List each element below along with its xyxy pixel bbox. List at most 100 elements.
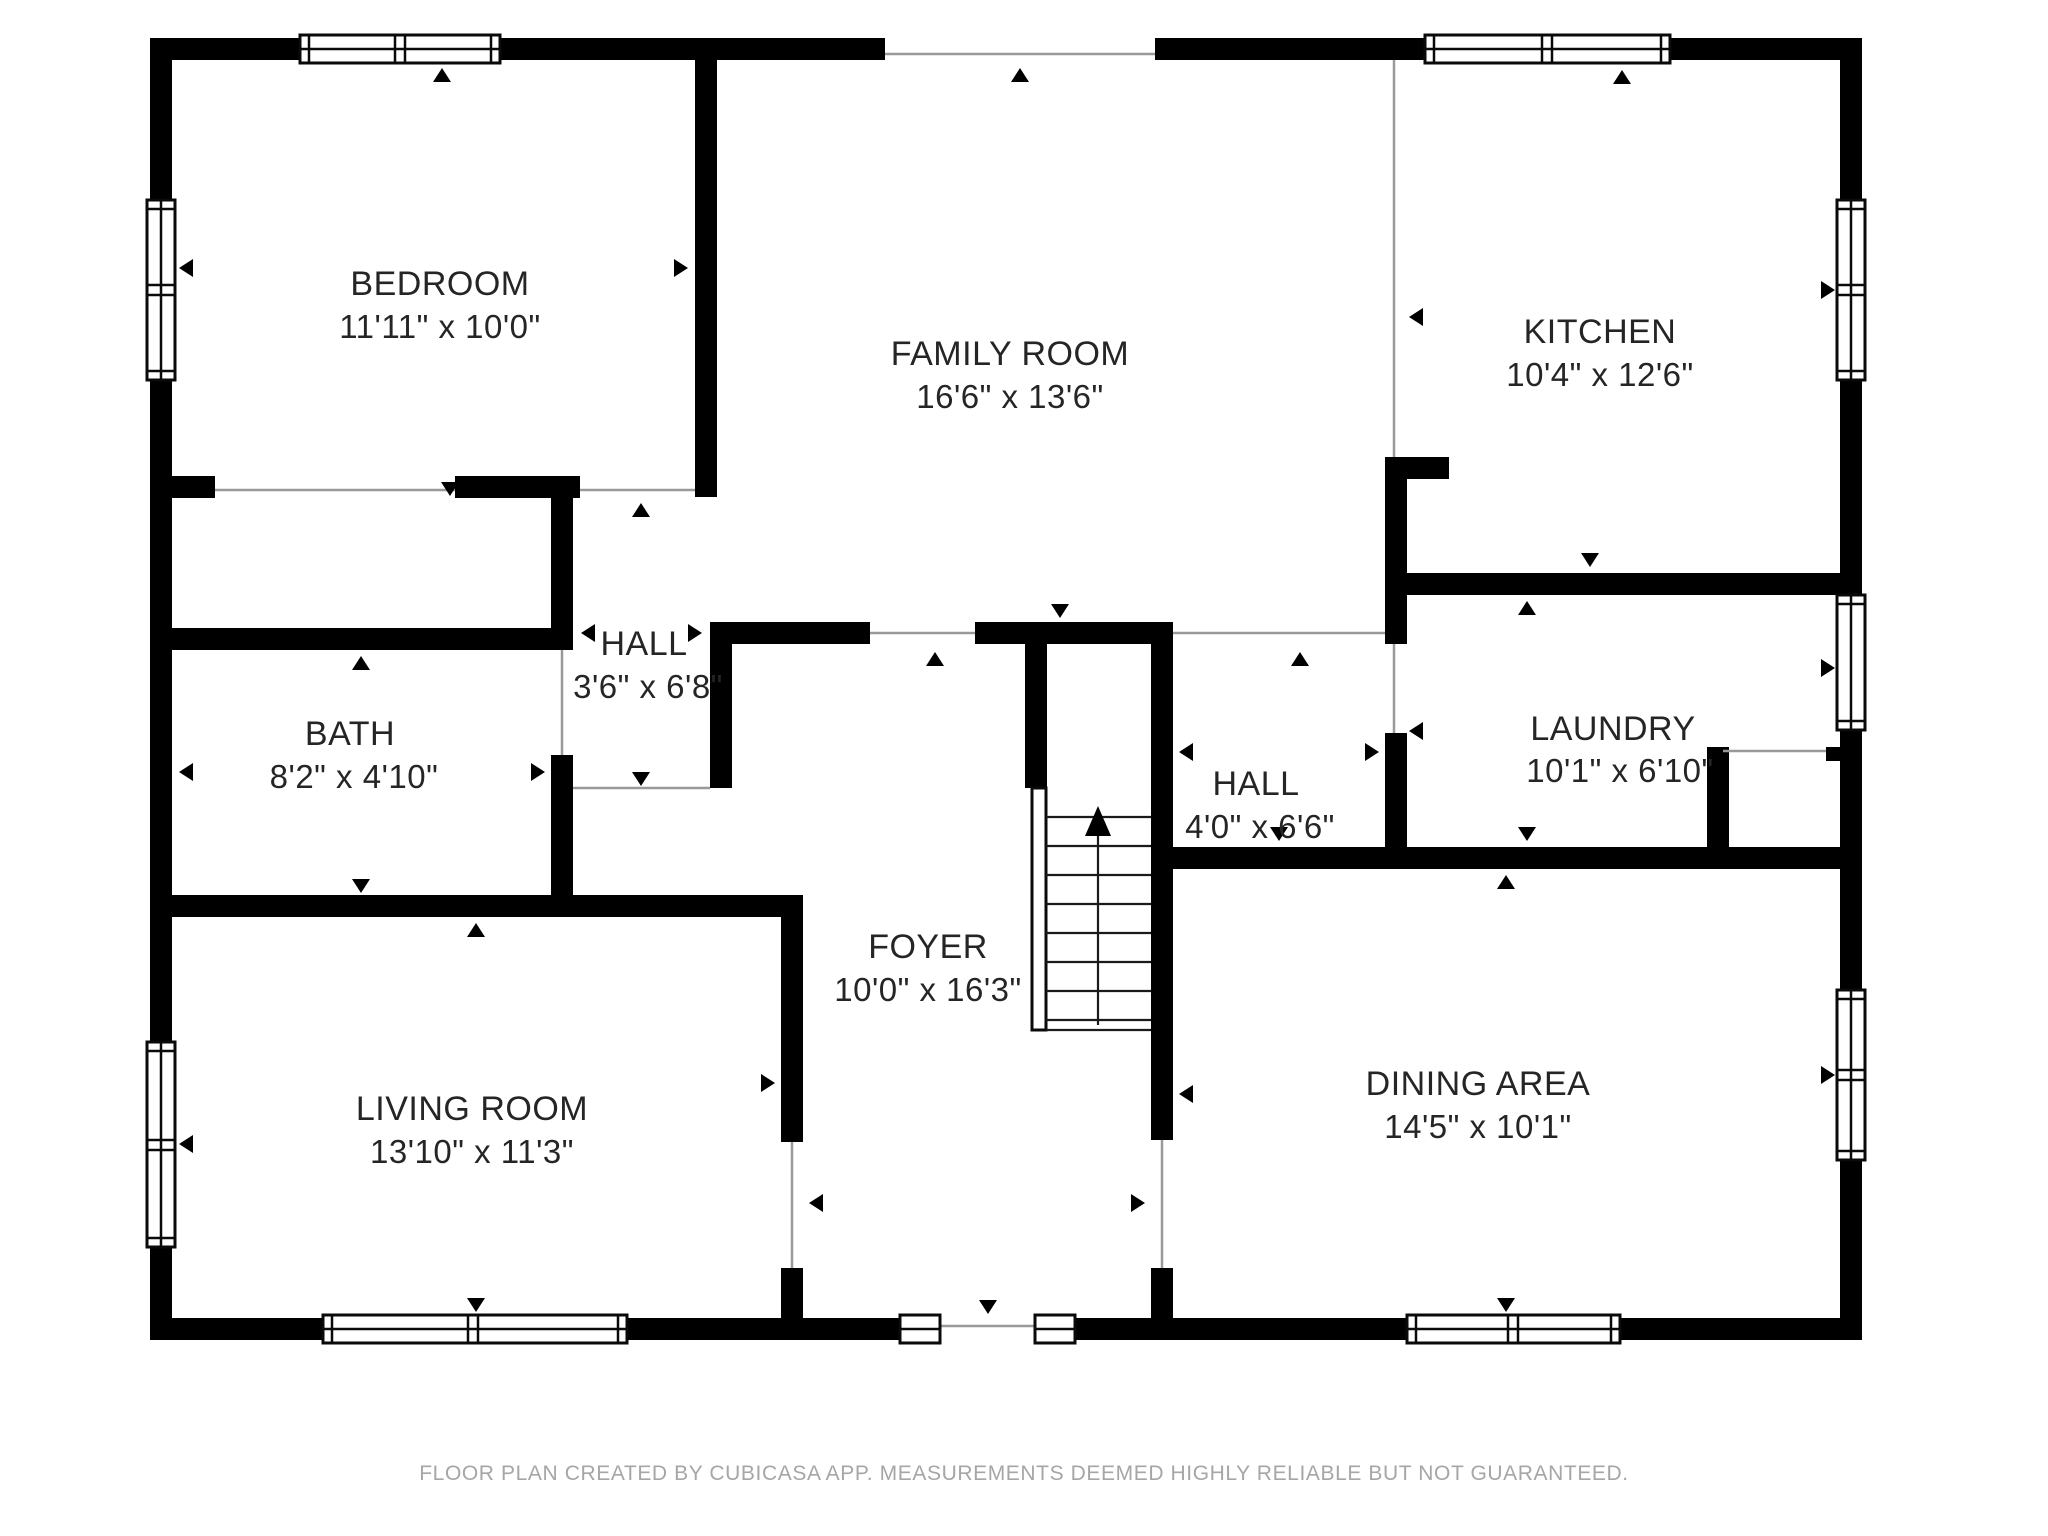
marker-left-icon (1409, 308, 1423, 326)
marker-down-icon (979, 1300, 997, 1314)
wall-foyer-east-lower (1151, 1268, 1173, 1340)
marker-right-icon (1821, 1066, 1835, 1084)
window-kitchen-top (1423, 33, 1672, 65)
room-label-laundry: LAUNDRY (1530, 710, 1695, 748)
window-living-left (145, 1040, 177, 1249)
marker-down-icon (1518, 827, 1536, 841)
outer-wall-top-left-segment (150, 38, 885, 60)
room-dims-living-room: 13'10" x 11'3" (370, 1133, 574, 1170)
room-dims-family-room: 16'6" x 13'6" (916, 378, 1103, 415)
wall-bath-right-lower (551, 755, 573, 917)
room-dims-hall-lower: 4'0" x 6'6" (1185, 808, 1335, 845)
room-label-family-room: FAMILY ROOM (891, 335, 1130, 373)
wall-kitchen-left (1385, 457, 1407, 644)
marker-up-icon (632, 503, 650, 517)
wall-markers-group (179, 68, 1835, 1314)
window-front-door-sidelight-right (1033, 1313, 1077, 1345)
wall-family-bottom-right (975, 622, 1173, 644)
marker-left-icon (179, 1135, 193, 1153)
marker-right-icon (1131, 1194, 1145, 1212)
room-label-dining-area: DINING AREA (1366, 1065, 1591, 1103)
wall-stair-head (1025, 644, 1047, 788)
room-dims-foyer: 10'0" x 16'3" (834, 971, 1021, 1008)
window-bedroom-top (298, 33, 502, 65)
wall-living-foyer-upper (781, 895, 803, 1142)
room-label-bedroom: BEDROOM (350, 265, 529, 303)
room-label-hall-lower: HALL (1212, 765, 1299, 803)
marker-up-icon (352, 656, 370, 670)
staircase (1030, 786, 1151, 1032)
room-label-bath: BATH (305, 715, 395, 753)
marker-up-icon (926, 652, 944, 666)
wall-kitchen-left-stub (1385, 457, 1449, 479)
marker-up-icon (433, 68, 451, 82)
window-kitchen-right (1835, 198, 1867, 382)
room-dims-dining-area: 14'5" x 10'1" (1384, 1108, 1571, 1145)
marker-up-icon (1291, 652, 1309, 666)
wall-family-bottom-left (710, 622, 870, 644)
marker-up-icon (1518, 601, 1536, 615)
marker-down-icon (1497, 1298, 1515, 1312)
wall-laundry-closet-left (1707, 747, 1729, 847)
marker-right-icon (1821, 281, 1835, 299)
wall-kitchen-bottom (1403, 573, 1840, 595)
wall-bath-top (172, 628, 573, 650)
room-dims-bath: 8'2" x 4'10" (270, 758, 439, 795)
marker-left-icon (1409, 722, 1423, 740)
marker-down-icon (467, 1298, 485, 1312)
marker-down-icon (441, 482, 459, 496)
stair-direction-arrow-icon (1085, 806, 1111, 836)
wall-hall-upper-left (551, 497, 573, 650)
wall-laundry-closet-jamb (1826, 747, 1840, 761)
window-bedroom-left (145, 198, 177, 382)
wall-living-foyer-lower (781, 1268, 803, 1340)
marker-up-icon (467, 923, 485, 937)
marker-up-icon (1011, 68, 1029, 82)
openings-group (215, 52, 1826, 1328)
wall-hall-upper-right (710, 622, 732, 788)
marker-up-icon (1613, 70, 1631, 84)
marker-down-icon (632, 772, 650, 786)
window-dining-bottom (1405, 1313, 1622, 1345)
windows-group (145, 33, 1867, 1345)
marker-down-icon (1581, 553, 1599, 567)
room-label-living-room: LIVING ROOM (356, 1090, 588, 1128)
wall-bedroom-bottom-stub-left (172, 476, 215, 498)
marker-right-icon (1365, 743, 1379, 761)
room-label-foyer: FOYER (868, 928, 988, 966)
stair-rail (1030, 786, 1048, 1032)
marker-left-icon (179, 259, 193, 277)
wall-bedroom-bottom-mid (455, 476, 580, 498)
wall-bath-bottom-living-top (172, 895, 781, 917)
marker-right-icon (674, 259, 688, 277)
marker-left-icon (1179, 1085, 1193, 1103)
footer-disclaimer: FLOOR PLAN CREATED BY CUBICASA APP. MEAS… (419, 1462, 1629, 1485)
wall-foyer-east-upper (1151, 622, 1173, 1140)
marker-right-icon (531, 763, 545, 781)
marker-right-icon (1821, 659, 1835, 677)
room-dims-kitchen: 10'4" x 12'6" (1506, 356, 1693, 393)
window-living-bottom (321, 1313, 629, 1345)
marker-down-icon (1051, 604, 1069, 618)
marker-left-icon (809, 1194, 823, 1212)
marker-right-icon (688, 624, 702, 642)
window-laundry-right (1835, 593, 1867, 732)
window-dining-right (1835, 988, 1867, 1162)
marker-right-icon (761, 1074, 775, 1092)
marker-up-icon (1497, 875, 1515, 889)
marker-down-icon (352, 879, 370, 893)
marker-left-icon (581, 624, 595, 642)
room-labels-group: BEDROOM 11'11" x 10'0" FAMILY ROOM 16'6"… (270, 265, 1714, 1170)
room-label-kitchen: KITCHEN (1524, 313, 1677, 351)
window-front-door-sidelight-left (898, 1313, 942, 1345)
room-label-hall-upper: HALL (600, 625, 687, 663)
marker-left-icon (179, 763, 193, 781)
wall-hall-laundry-dining-divider (1151, 847, 1862, 869)
room-dims-laundry: 10'1" x 6'10" (1526, 752, 1713, 789)
wall-bedroom-right (695, 60, 717, 497)
wall-laundry-left-lower (1385, 733, 1407, 869)
room-dims-bedroom: 11'11" x 10'0" (339, 308, 540, 345)
marker-left-icon (1179, 743, 1193, 761)
